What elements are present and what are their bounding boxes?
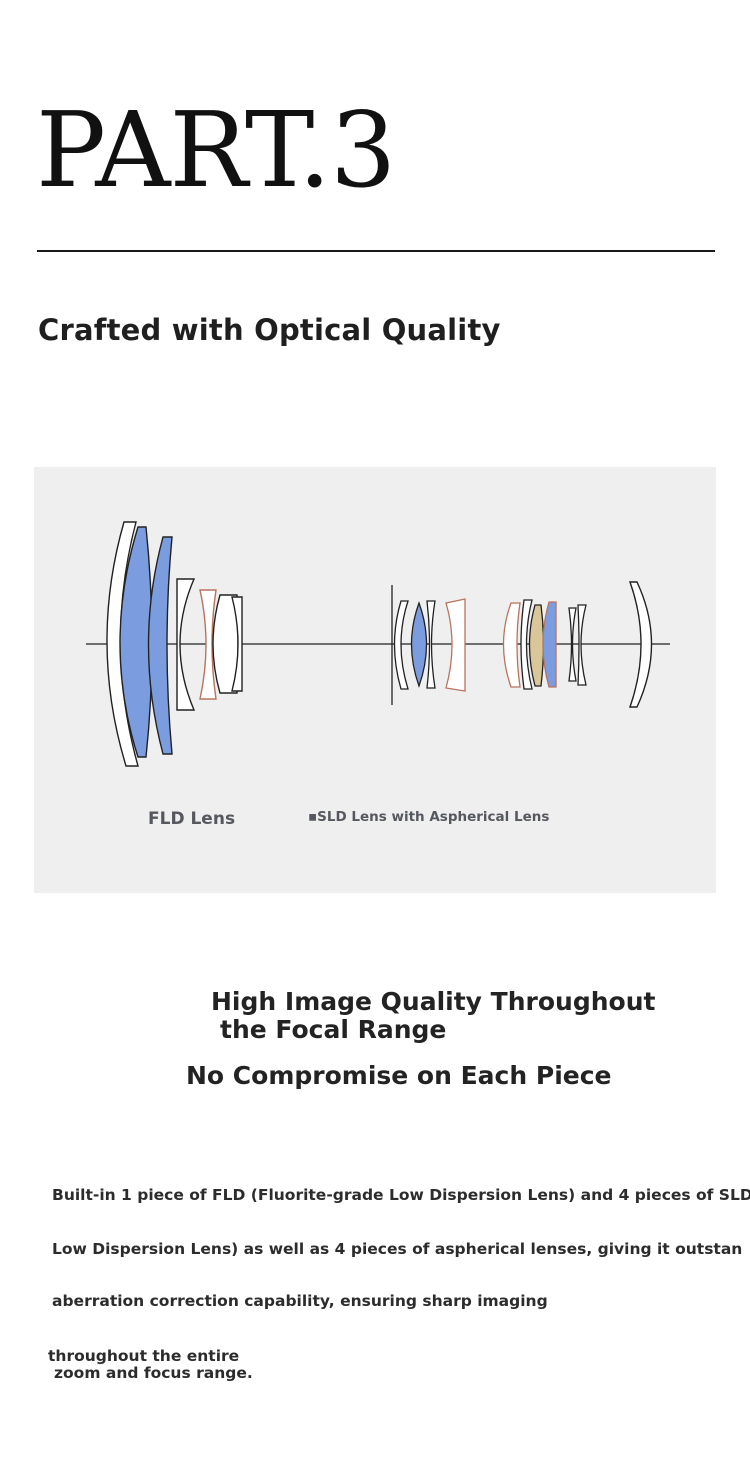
- body-text-line-2: Low Dispersion Lens) as well as 4 pieces…: [52, 1240, 743, 1258]
- middle-lens-3: [426, 600, 436, 689]
- rear-meniscus-lens: [629, 581, 653, 708]
- front-concave-lens: [176, 578, 196, 711]
- rear-lens-1: [520, 599, 533, 690]
- fld-lens-element: [119, 526, 153, 758]
- body-text-line-4: throughout the entire: [48, 1347, 240, 1365]
- middle-blue-biconvex-lens: [410, 601, 428, 688]
- aspherical-lens-front: [199, 589, 217, 700]
- rear-blue-lens: [542, 601, 557, 688]
- headline-line-2: the Focal Range: [220, 1015, 447, 1044]
- body-text-line-3: aberration correction capability, ensuri…: [52, 1292, 548, 1310]
- front-blue-lens-element: [147, 536, 173, 755]
- aspherical-lens-middle: [445, 598, 466, 692]
- headline-line-1: High Image Quality Throughout: [211, 987, 656, 1016]
- body-text-line-1: Built-in 1 piece of FLD (Fluorite-grade …: [52, 1186, 750, 1204]
- title-divider: [37, 250, 715, 252]
- legend-sld-aspherical-lens: ▪SLD Lens with Aspherical Lens: [308, 809, 550, 825]
- aspherical-lens-rear: [502, 602, 521, 688]
- rear-lens-2: [568, 607, 577, 682]
- section-heading: Crafted with Optical Quality: [38, 313, 501, 347]
- middle-lens-1: [393, 600, 409, 690]
- legend-fld-lens: FLD Lens: [148, 809, 236, 829]
- front-rear-element: [231, 596, 243, 692]
- sld-lens-element: [528, 604, 545, 687]
- rear-lens-3: [577, 604, 587, 686]
- lens-construction-diagram: FLD Lens ▪SLD Lens with Aspherical Lens: [34, 467, 716, 893]
- part-title: PART.3: [36, 89, 396, 211]
- lens-diagram-svg: [86, 521, 670, 767]
- body-text-line-5: zoom and focus range.: [54, 1364, 253, 1382]
- headline-line-3: No Compromise on Each Piece: [186, 1061, 612, 1090]
